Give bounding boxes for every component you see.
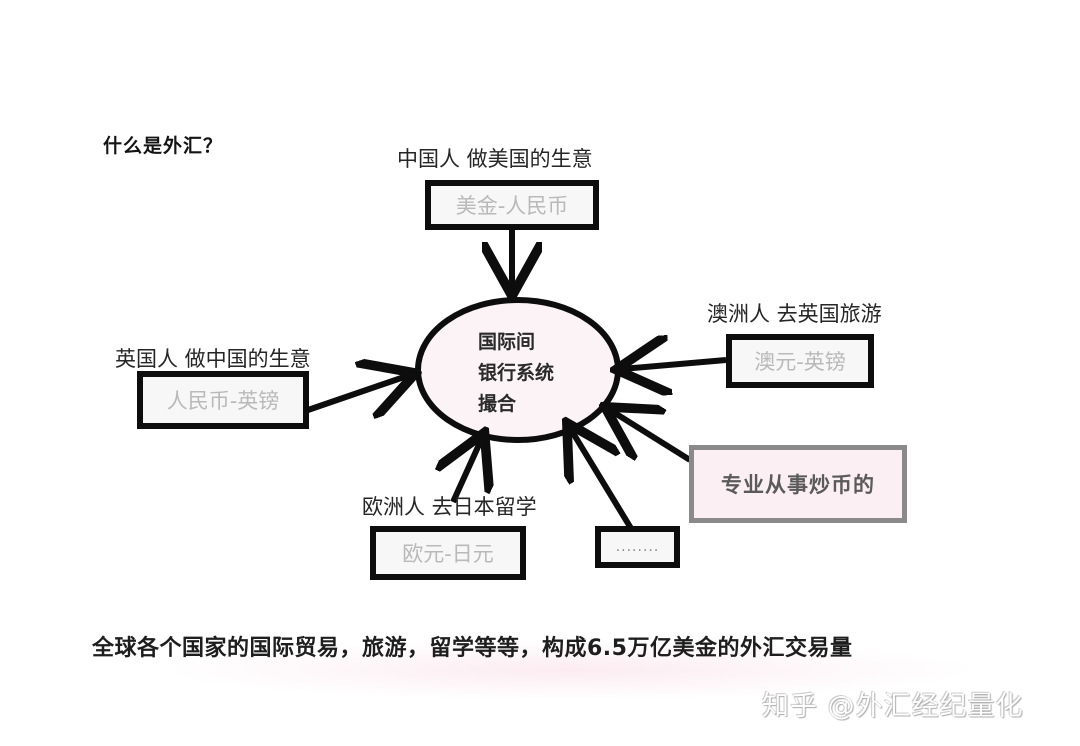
node-box-europe-japan: 欧元-日元 bbox=[370, 526, 526, 580]
node-label-australia-uk: 澳洲人 去英国旅游 bbox=[707, 302, 882, 326]
currency-pair-cny-gbp: 人民币-英镑 bbox=[166, 389, 280, 413]
center-node-text: 国际间 银行系统 撮合 bbox=[478, 327, 554, 420]
footer-highlight bbox=[160, 640, 980, 700]
arrow-speculators bbox=[610, 410, 692, 463]
currency-pair-aud-gbp: 澳元-英镑 bbox=[754, 350, 846, 374]
center-line-3: 撮合 bbox=[478, 393, 517, 415]
node-label-europe-japan: 欧洲人 去日本留学 bbox=[362, 495, 537, 519]
node-box-australia-uk: 澳元-英镑 bbox=[726, 334, 874, 388]
currency-pair-usd-cny: 美金-人民币 bbox=[455, 194, 569, 218]
ellipsis-text: ........ bbox=[615, 539, 660, 555]
arrow-uk-china bbox=[307, 375, 410, 410]
node-label-china-usa: 中国人 做美国的生意 bbox=[397, 147, 593, 171]
currency-pair-eur-jpy: 欧元-日元 bbox=[402, 542, 494, 566]
arrow-australia-uk bbox=[622, 360, 727, 369]
speculators-text: 专业从事炒币的 bbox=[721, 473, 875, 497]
diagram-title: 什么是外汇？ bbox=[103, 135, 224, 157]
footer-summary: 全球各个国家的国际贸易，旅游，留学等等，构成6.5万亿美金的外汇交易量 bbox=[92, 636, 853, 661]
center-line-1: 国际间 bbox=[478, 331, 536, 353]
node-label-uk-china: 英国人 做中国的生意 bbox=[115, 347, 311, 371]
node-box-uk-china: 人民币-英镑 bbox=[137, 371, 309, 429]
zhihu-watermark: 知乎 @外汇经纪量化 bbox=[762, 691, 1024, 722]
node-box-china-usa: 美金-人民币 bbox=[425, 180, 599, 230]
node-box-speculators: 专业从事炒币的 bbox=[689, 445, 907, 523]
arrow-europe-japan bbox=[453, 438, 482, 504]
node-box-others: ........ bbox=[595, 526, 680, 568]
arrow-others bbox=[570, 428, 635, 532]
center-line-2: 银行系统 bbox=[478, 362, 555, 384]
